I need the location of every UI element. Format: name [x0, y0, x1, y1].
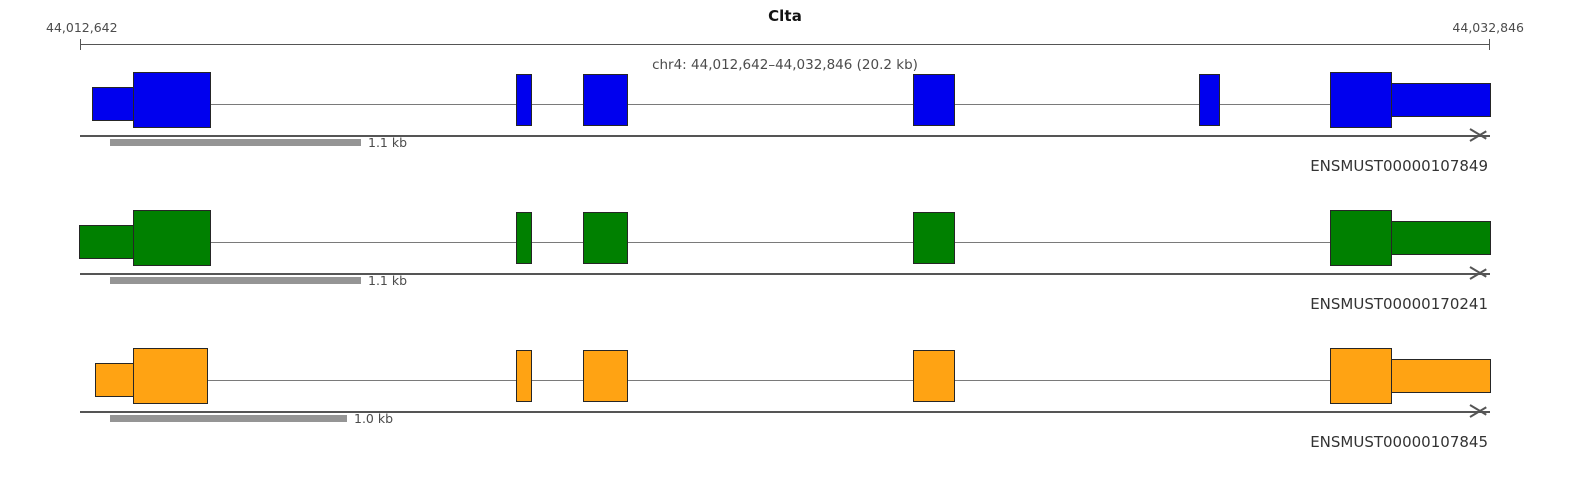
transcript-track[interactable]: 1.1 kb ENSMUST00000170241	[0, 203, 1570, 333]
exon-block-exon-2[interactable]	[516, 212, 532, 264]
exon-block-exon-3[interactable]	[583, 212, 628, 264]
exon-block-utr-5prime[interactable]	[95, 363, 134, 397]
exon-block-exon-4[interactable]	[913, 74, 955, 126]
ruler-start-label: 44,012,642	[46, 20, 118, 35]
track-body: 1.1 kb ENSMUST00000107849	[0, 65, 1570, 195]
exon-block-exon-5[interactable]	[1199, 74, 1220, 126]
transcript-id-label[interactable]: ENSMUST00000170241	[1310, 295, 1488, 313]
exon-block-exon-3[interactable]	[583, 74, 628, 126]
intron-line	[133, 242, 1491, 243]
transcript-track[interactable]: 1.0 kb ENSMUST00000107845	[0, 341, 1570, 471]
ruler-tick-end	[1489, 39, 1490, 50]
exon-block-exon-4[interactable]	[913, 212, 955, 264]
transcript-track[interactable]: 1.1 kb ENSMUST00000107849	[0, 65, 1570, 195]
strand-arrow-icon	[1470, 400, 1492, 422]
exon-block-exon-4[interactable]	[913, 350, 955, 402]
exon-block-exon-6[interactable]	[1330, 72, 1392, 128]
strand-arrow-icon	[1470, 124, 1492, 146]
scale-bar-label: 1.0 kb	[354, 411, 394, 426]
exon-block-exon-3[interactable]	[583, 350, 628, 402]
scale-bar	[110, 277, 361, 284]
intron-line	[133, 380, 1491, 381]
ruler-line	[80, 44, 1490, 45]
scale-bar-label: 1.1 kb	[368, 273, 408, 288]
exon-block-exon-2[interactable]	[516, 74, 532, 126]
ruler-tick-start	[80, 39, 81, 50]
page-title: Clta	[768, 7, 802, 25]
exon-block-utr-5prime[interactable]	[92, 87, 134, 121]
scale-bar	[110, 139, 361, 146]
exon-block-utr-3prime[interactable]	[1391, 83, 1491, 117]
exon-block-exon-1[interactable]	[133, 210, 211, 266]
exon-block-utr-3prime[interactable]	[1391, 359, 1491, 393]
exon-block-utr-3prime[interactable]	[1391, 221, 1491, 255]
transcript-id-label[interactable]: ENSMUST00000107849	[1310, 157, 1488, 175]
exon-block-exon-1[interactable]	[133, 348, 208, 404]
strand-axis	[80, 411, 1490, 413]
scale-bar	[110, 415, 347, 422]
strand-arrow-icon	[1470, 262, 1492, 284]
exon-block-exon-5[interactable]	[1330, 210, 1392, 266]
coordinate-ruler: 44,012,642 44,032,846	[46, 20, 1524, 50]
exon-block-utr-5prime[interactable]	[79, 225, 134, 259]
strand-axis	[80, 273, 1490, 275]
track-body: 1.1 kb ENSMUST00000170241	[0, 203, 1570, 333]
transcript-id-label[interactable]: ENSMUST00000107845	[1310, 433, 1488, 451]
exon-block-exon-5[interactable]	[1330, 348, 1392, 404]
track-body: 1.0 kb ENSMUST00000107845	[0, 341, 1570, 471]
ruler-end-label: 44,032,846	[1452, 20, 1524, 35]
scale-bar-label: 1.1 kb	[368, 135, 408, 150]
exon-block-exon-2[interactable]	[516, 350, 532, 402]
exon-block-exon-1[interactable]	[133, 72, 211, 128]
intron-line	[133, 104, 1491, 105]
strand-axis	[80, 135, 1490, 137]
region-coordinates-label: chr4: 44,012,642–44,032,846 (20.2 kb)	[652, 57, 918, 73]
